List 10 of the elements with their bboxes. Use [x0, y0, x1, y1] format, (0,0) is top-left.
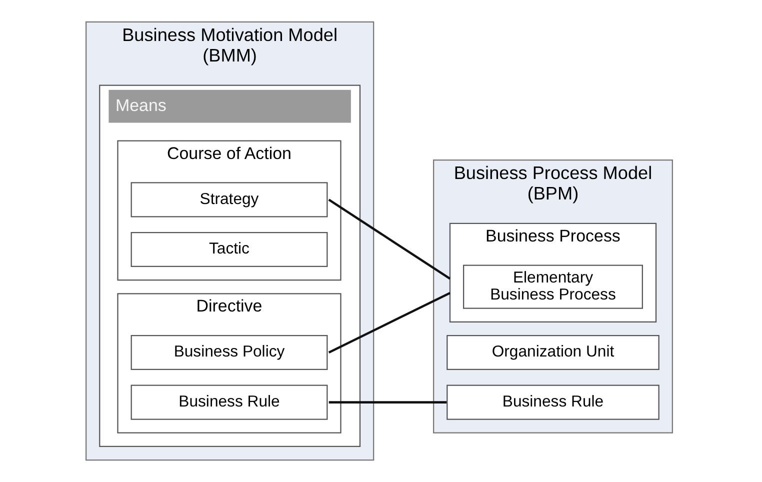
- node-box: Business Policy: [130, 334, 328, 370]
- node-box: Organization Unit: [446, 334, 659, 370]
- node-box: Business Rule: [130, 384, 328, 420]
- node-box: Business Rule: [446, 384, 659, 420]
- node-box: Strategy: [130, 182, 328, 218]
- connector: [328, 401, 446, 404]
- node-box: Elementary Business Process: [462, 264, 642, 309]
- connector: [328, 292, 450, 354]
- node-box: Tactic: [130, 232, 328, 268]
- connector: [328, 198, 450, 280]
